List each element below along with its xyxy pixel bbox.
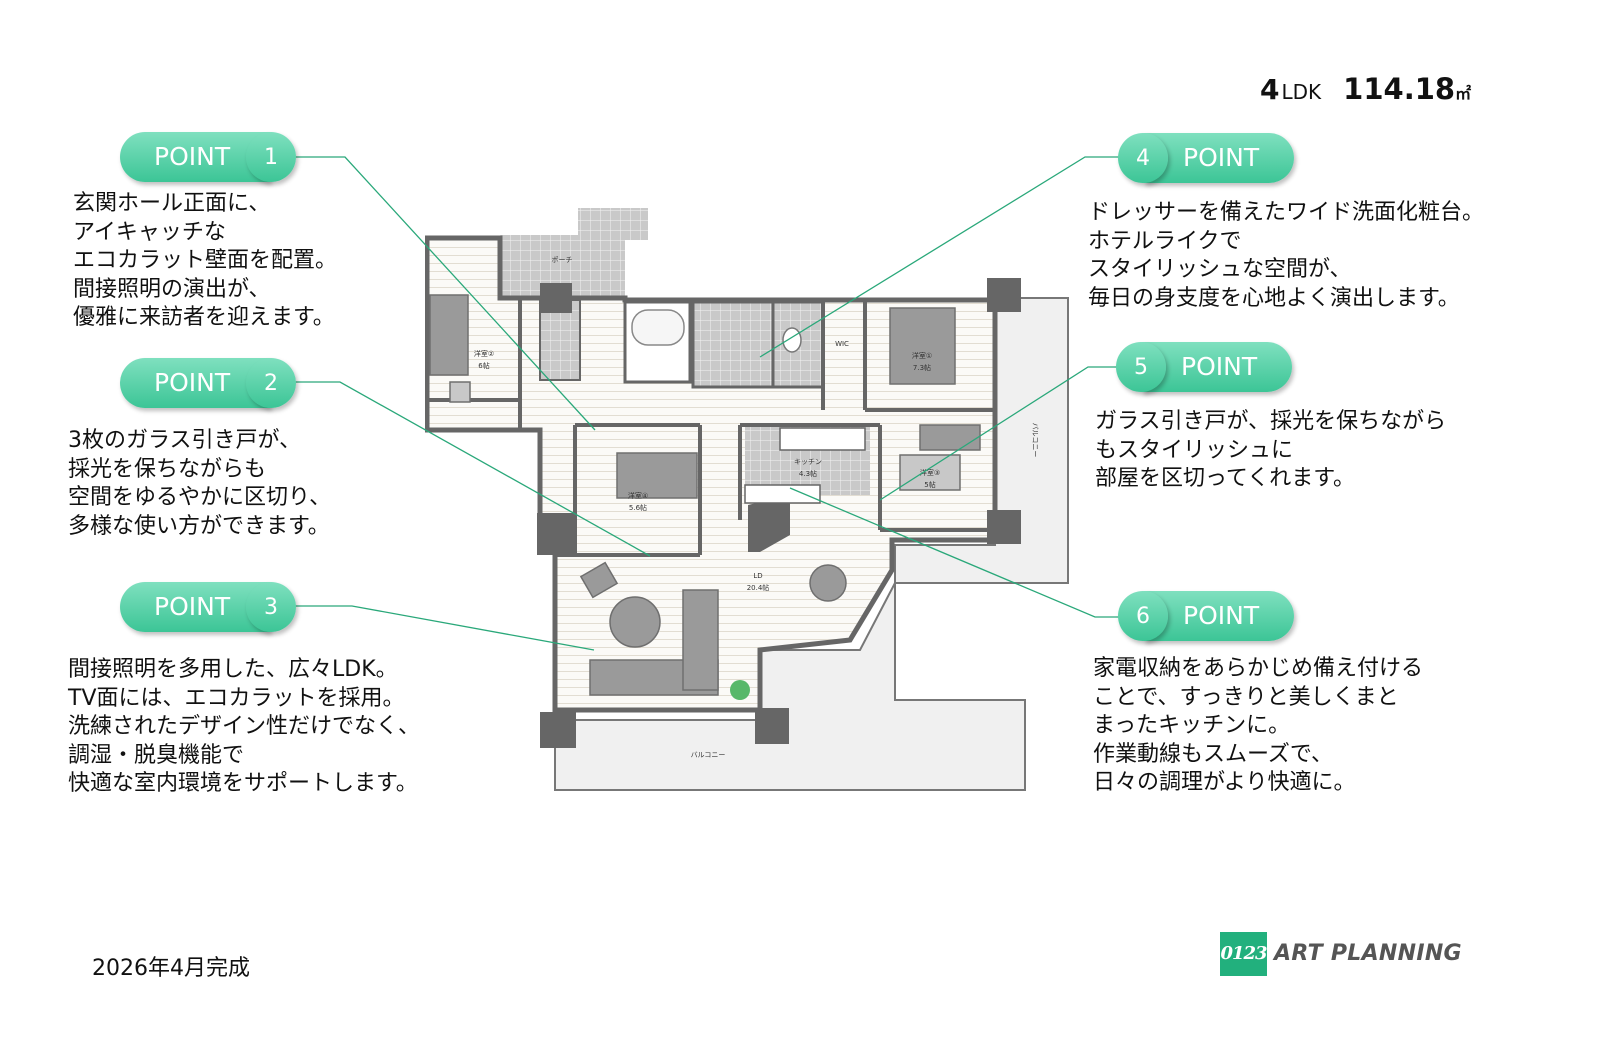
point-3-number: 3: [246, 582, 296, 632]
wic-label: WIC: [835, 340, 849, 348]
point-1-number: 1: [246, 132, 296, 182]
point-4-label: POINT: [1183, 143, 1260, 172]
room-name-kitchen: キッチン: [794, 458, 822, 466]
room-name-western3: 洋室③: [920, 468, 940, 477]
point-2-badge: POINT 2: [120, 358, 296, 408]
room-size-western1: 7.3帖: [913, 363, 931, 372]
point-4-description: ドレッサーを備えたワイド洗面化粧台。 ホテルライクで スタイリッシュな空間が、 …: [1088, 200, 1485, 311]
leader-line-2: [292, 381, 651, 557]
logo-name: ART PLANNING: [1274, 941, 1462, 966]
point-5-label: POINT: [1181, 352, 1258, 381]
point-6-badge: 6 POINT: [1118, 591, 1294, 641]
room-name-ld: LD: [753, 572, 762, 580]
point-4-badge: 4 POINT: [1118, 133, 1294, 183]
balcony-south-label: バルコニー: [691, 751, 726, 759]
floor-area-value: 114.18: [1343, 72, 1456, 106]
layout-number: 4: [1260, 73, 1280, 106]
point-1-badge: POINT 1: [120, 132, 296, 182]
room-size-western2: 6帖: [478, 361, 489, 370]
floor-plan: 洋室② 6帖 洋室① 7.3帖 洋室④ 5.6帖 洋室③ 5帖 キッチン 4.3…: [425, 208, 1069, 791]
leader-line-4: [759, 156, 1120, 358]
room-name-western4: 洋室④: [628, 491, 648, 500]
completion-date: 2026年4月完成: [92, 956, 250, 981]
leader-line-5: [879, 366, 1120, 501]
point-3-badge: POINT 3: [120, 582, 296, 632]
point-6-number: 6: [1118, 591, 1168, 641]
point-4-number: 4: [1118, 133, 1168, 183]
point-2-description: 3枚のガラス引き戸が、 採光を保ちながらも 空間をゆるやかに区切り、 多様な使い…: [68, 428, 332, 539]
layout-type: LDK: [1281, 80, 1322, 104]
point-6-label: POINT: [1183, 601, 1260, 630]
point-3-label: POINT: [154, 592, 231, 621]
room-size-western4: 5.6帖: [629, 503, 647, 512]
point-6-description: 家電収納をあらかじめ備え付ける ことで、すっきりと美しくまと まったキッチンに。…: [1093, 656, 1424, 795]
room-size-ld: 20.4帖: [747, 583, 770, 592]
leader-line-3: [292, 605, 595, 651]
point-3-description: 間接照明を多用した、広々LDK。 TV面には、エコカラットを採用。 洗練されたデ…: [68, 657, 421, 796]
logo-mark: 0123: [1220, 932, 1268, 976]
balcony-east-label: バルコニー: [1031, 423, 1039, 458]
room-size-western3: 5帖: [924, 480, 935, 489]
room-name-western2: 洋室②: [474, 349, 494, 358]
point-1-label: POINT: [154, 142, 231, 171]
room-name-western1: 洋室①: [912, 351, 932, 360]
point-5-badge: 5 POINT: [1116, 342, 1292, 392]
room-size-kitchen: 4.3帖: [799, 469, 817, 478]
structural-columns: [537, 278, 1021, 748]
point-5-description: ガラス引き戸が、採光を保ちながら もスタイリッシュに 部屋を区切ってくれます。: [1095, 409, 1447, 491]
point-5-number: 5: [1116, 342, 1166, 392]
leader-line-6: [789, 487, 1120, 618]
floor-area-unit: ㎡: [1455, 84, 1472, 103]
point-2-number: 2: [246, 358, 296, 408]
leader-line-1: [292, 156, 596, 431]
point-1-description: 玄関ホール正面に、 アイキャッチな エコカラット壁面を配置。 間接照明の演出が、…: [73, 191, 338, 330]
porch-label: ポーチ: [552, 256, 573, 264]
point-2-label: POINT: [154, 368, 231, 397]
